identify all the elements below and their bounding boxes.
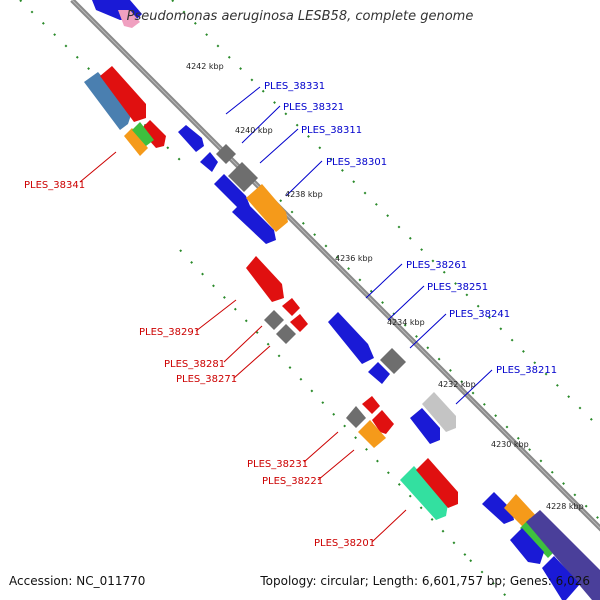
gene-feature[interactable] bbox=[290, 314, 308, 332]
gene-label[interactable]: PLES_38271 bbox=[176, 374, 237, 385]
genome-summary: Topology: circular; Length: 6,601,757 bp… bbox=[260, 574, 590, 588]
gene-feature[interactable] bbox=[246, 256, 284, 302]
gene-feature[interactable] bbox=[282, 298, 300, 316]
gene-feature[interactable] bbox=[84, 72, 132, 130]
tick-label: 4240 kbp bbox=[235, 126, 273, 135]
tick-label: 4230 kbp bbox=[491, 440, 529, 449]
tick-label: 4236 kbp bbox=[335, 254, 373, 263]
forward-gene-labels: PLES_38331 PLES_38321 PLES_38311 PLES_38… bbox=[264, 81, 557, 376]
gene-label[interactable]: PLES_38241 bbox=[449, 309, 510, 320]
leader-line bbox=[195, 299, 237, 332]
gene-label[interactable]: PLES_38261 bbox=[406, 260, 467, 271]
leader-line bbox=[233, 345, 271, 379]
leader-line bbox=[225, 86, 261, 115]
gene-label[interactable]: PLES_38201 bbox=[314, 538, 375, 549]
gene-feature[interactable] bbox=[118, 10, 140, 28]
gene-label[interactable]: PLES_38221 bbox=[262, 476, 323, 487]
gene-feature[interactable] bbox=[380, 348, 406, 374]
reverse-genes bbox=[84, 66, 458, 520]
tick-label: 4242 kbp bbox=[186, 62, 224, 71]
genome-backbone-highlight bbox=[71, 0, 600, 529]
gene-feature[interactable] bbox=[346, 406, 366, 428]
gene-feature[interactable] bbox=[276, 324, 296, 344]
leader-line bbox=[303, 431, 339, 463]
gene-feature[interactable] bbox=[422, 392, 456, 432]
gene-label[interactable]: PLES_38301 bbox=[326, 157, 387, 168]
gene-feature[interactable] bbox=[482, 492, 514, 524]
leader-line bbox=[365, 263, 403, 299]
leader-line bbox=[317, 449, 355, 481]
gene-feature[interactable] bbox=[400, 466, 448, 520]
gene-feature[interactable] bbox=[358, 420, 386, 448]
gene-label[interactable]: PLES_38291 bbox=[139, 327, 200, 338]
gene-feature[interactable] bbox=[178, 125, 204, 152]
ruler-ticks: 4242 kbp 4240 kbp 4238 kbp 4236 kbp 4234… bbox=[186, 62, 584, 511]
leader-line bbox=[223, 325, 263, 363]
gene-feature[interactable] bbox=[368, 362, 390, 384]
leader-line bbox=[409, 313, 447, 349]
reverse-gene-labels: PLES_38341 PLES_38291 PLES_38281 PLES_38… bbox=[24, 180, 375, 549]
forward-genes bbox=[92, 0, 600, 600]
gene-feature[interactable] bbox=[228, 162, 258, 192]
gene-label[interactable]: PLES_38251 bbox=[427, 282, 488, 293]
leader-line bbox=[285, 160, 323, 197]
gene-label[interactable]: PLES_38211 bbox=[496, 365, 557, 376]
gene-feature[interactable] bbox=[124, 128, 148, 156]
gene-feature[interactable] bbox=[362, 396, 380, 414]
gene-label[interactable]: PLES_38341 bbox=[24, 180, 85, 191]
gene-feature[interactable] bbox=[410, 408, 440, 444]
gene-feature[interactable] bbox=[200, 152, 218, 172]
guide-line-inner-2 bbox=[179, 249, 471, 561]
gene-feature[interactable] bbox=[264, 310, 284, 330]
leader-line bbox=[455, 369, 493, 405]
gene-feature[interactable] bbox=[526, 510, 600, 600]
tick-label: 4238 kbp bbox=[285, 190, 323, 199]
gene-feature[interactable] bbox=[416, 458, 458, 508]
leader-line bbox=[371, 509, 407, 543]
gene-feature[interactable] bbox=[232, 200, 276, 244]
leader-line bbox=[79, 151, 117, 183]
gene-feature[interactable] bbox=[542, 556, 580, 600]
gene-feature[interactable] bbox=[216, 144, 236, 164]
tick-label: 4232 kbp bbox=[438, 380, 476, 389]
tick-label: 4228 kbp bbox=[546, 502, 584, 511]
gene-label[interactable]: PLES_38281 bbox=[164, 359, 225, 370]
map-title: Pseudomonas aeruginosa LESB58, complete … bbox=[126, 9, 474, 24]
leader-line bbox=[241, 105, 281, 144]
gene-feature[interactable] bbox=[510, 528, 544, 564]
gene-label[interactable]: PLES_38331 bbox=[264, 81, 325, 92]
gene-label[interactable]: PLES_38231 bbox=[247, 459, 308, 470]
gene-feature[interactable] bbox=[140, 120, 166, 148]
leader-lines bbox=[79, 86, 493, 543]
accession-label: Accession: NC_011770 bbox=[9, 574, 146, 588]
tick-label: 4234 kbp bbox=[387, 318, 425, 327]
gene-label[interactable]: PLES_38321 bbox=[283, 102, 344, 113]
gene-feature[interactable] bbox=[246, 184, 288, 232]
leader-line bbox=[259, 128, 299, 164]
gene-label[interactable]: PLES_38311 bbox=[301, 125, 362, 136]
gene-feature[interactable] bbox=[100, 66, 146, 122]
gene-feature[interactable] bbox=[132, 122, 154, 146]
gene-feature[interactable] bbox=[328, 312, 374, 364]
gene-feature[interactable] bbox=[214, 174, 250, 210]
gene-feature[interactable] bbox=[372, 410, 394, 434]
leader-line bbox=[387, 285, 425, 321]
